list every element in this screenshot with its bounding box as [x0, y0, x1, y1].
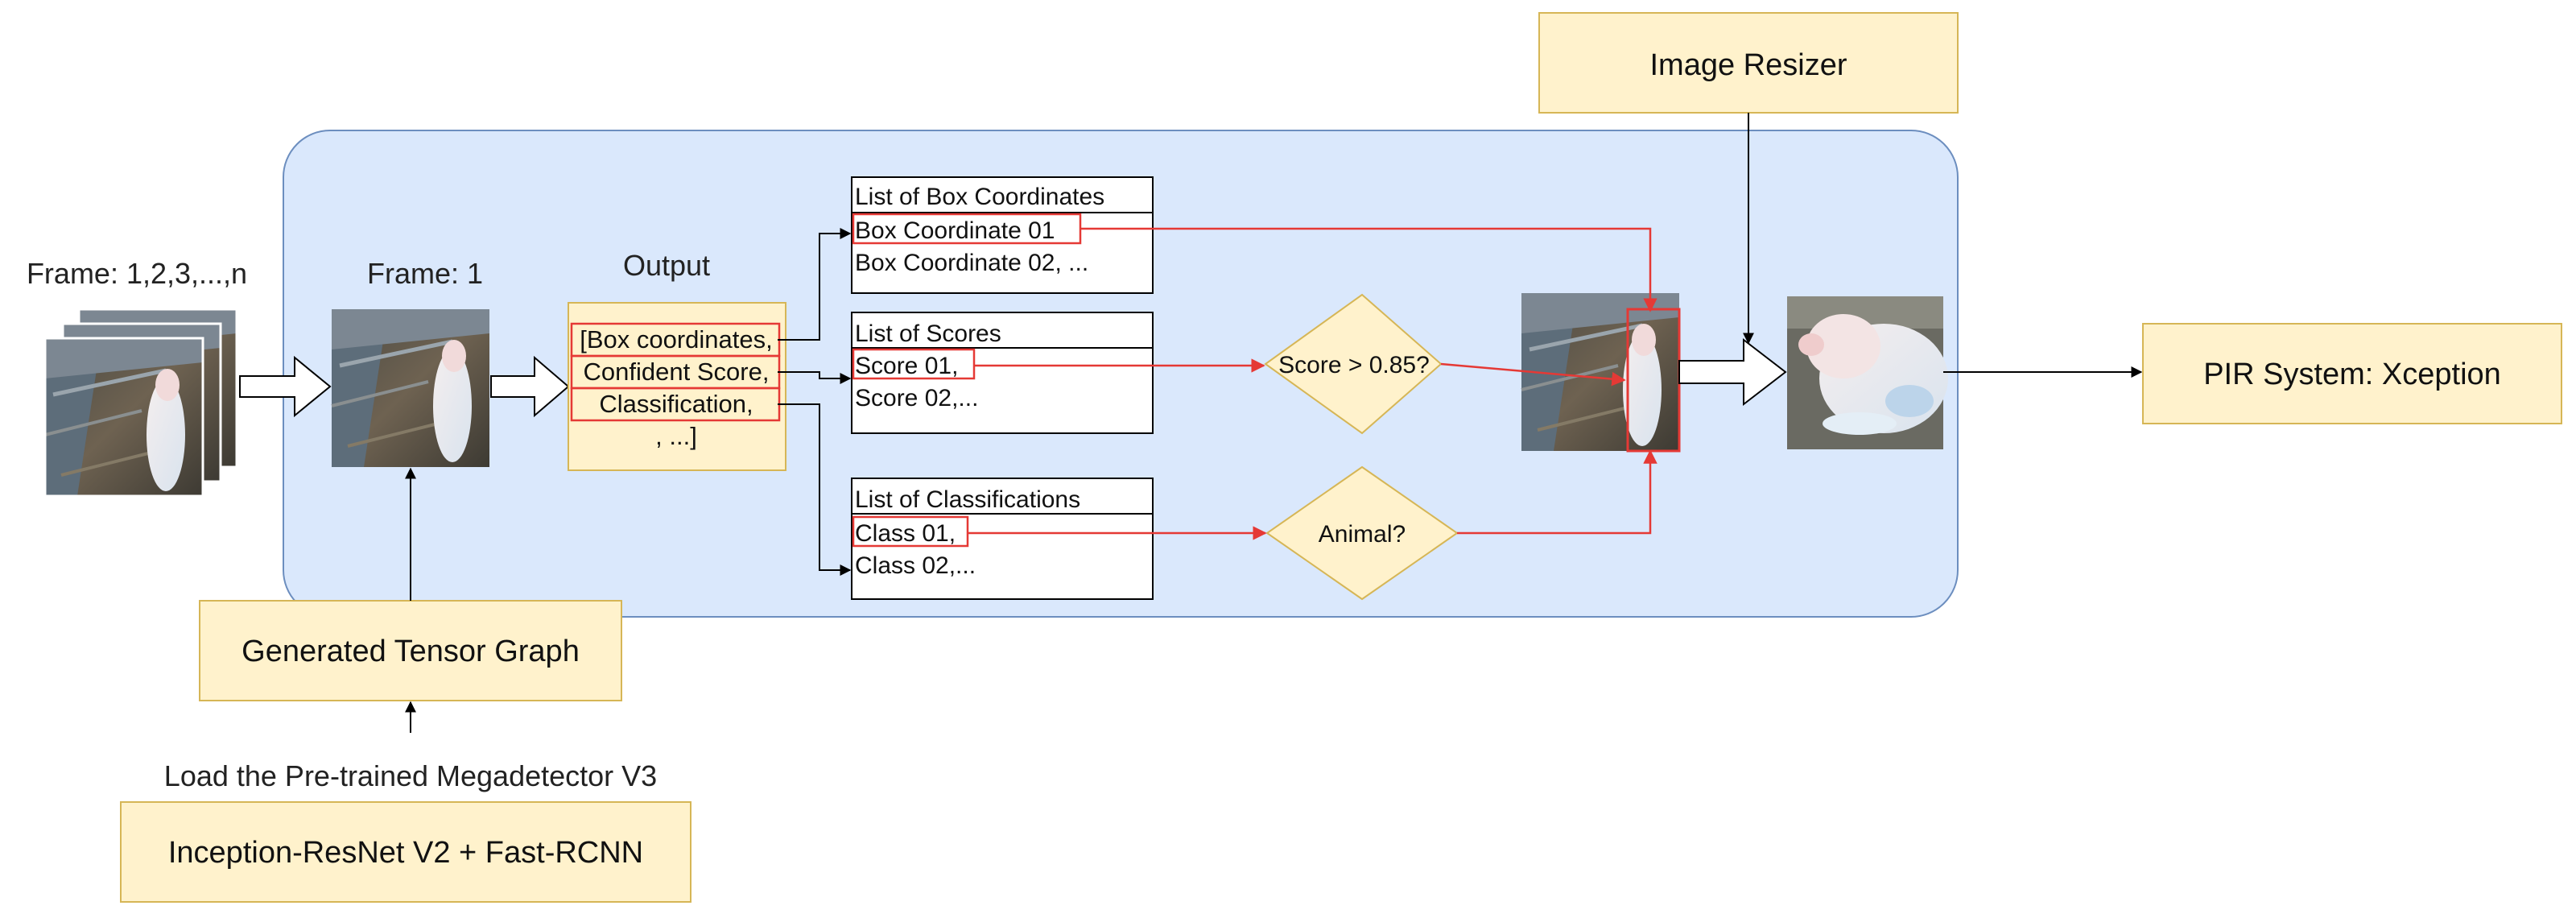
image-resizer-box [1538, 12, 1959, 114]
detected-frame-image [1521, 293, 1679, 451]
arrow-output-to-box-list [778, 228, 852, 341]
output-line-2: Confident Score, [584, 358, 770, 386]
score-02: Score 02,... [855, 385, 978, 411]
class-01: Class 01, [855, 520, 956, 547]
output-line-4: , ...] [655, 422, 697, 450]
score-01-highlight [852, 348, 976, 380]
list-classifications: List of Classifications Class 01, Class … [851, 478, 1154, 600]
output-box [568, 302, 786, 471]
decision-animal-label: Animal? [1319, 521, 1406, 548]
output-line-3: Classification, [599, 390, 753, 418]
tensor-graph-label: Generated Tensor Graph [242, 635, 580, 668]
inception-box [120, 801, 691, 903]
box-coordinate-01: Box Coordinate 01 [855, 217, 1055, 244]
tensor-graph-box [199, 600, 622, 701]
red-line-box-coordinate [1080, 227, 1657, 312]
hollow-arrow-frames [239, 355, 332, 418]
list-box-coordinates: List of Box Coordinates Box Coordinate 0… [851, 176, 1154, 294]
hollow-arrow-detected-to-resized [1678, 337, 1787, 407]
decision-score-label: Score > 0.85? [1278, 352, 1430, 378]
class-01-highlight [852, 515, 969, 548]
load-caption: Load the Pre-trained Megadetector V3 [164, 759, 657, 792]
frame-stack-image [45, 309, 237, 496]
arrow-output-to-class-list [778, 403, 852, 576]
output-line-1: [Box coordinates, [580, 325, 773, 354]
frame1-title: Frame: 1 [367, 257, 483, 290]
pir-system-label: PIR System: Xception [2203, 358, 2501, 391]
list-scores: List of Scores Score 01, Score 02,... [851, 312, 1154, 434]
class-02: Class 02,... [855, 552, 976, 579]
decision-animal-diamond [1265, 465, 1459, 601]
list-box-coordinates-header: List of Box Coordinates [855, 184, 1104, 210]
list-classifications-header: List of Classifications [855, 486, 1080, 513]
list-scores-header: List of Scores [855, 320, 1001, 347]
resized-pig-image [1787, 296, 1948, 449]
red-line-animal-decision [1457, 449, 1657, 535]
inception-label: Inception-ResNet V2 + Fast-RCNN [168, 836, 643, 870]
red-line-score-decision [1440, 362, 1626, 387]
frames-title: Frame: 1,2,3,...,n [27, 257, 247, 290]
frame1-image [332, 309, 489, 467]
arrow-output-to-score-list [778, 371, 852, 384]
score-01: Score 01, [855, 353, 958, 379]
decision-score-diamond [1264, 293, 1443, 435]
output-title: Output [623, 249, 710, 282]
hollow-arrow-frame1 [490, 355, 570, 418]
box-coordinate-02: Box Coordinate 02, ... [855, 250, 1088, 276]
pir-system-box [2142, 323, 2562, 424]
image-resizer-label: Image Resizer [1650, 48, 1847, 82]
